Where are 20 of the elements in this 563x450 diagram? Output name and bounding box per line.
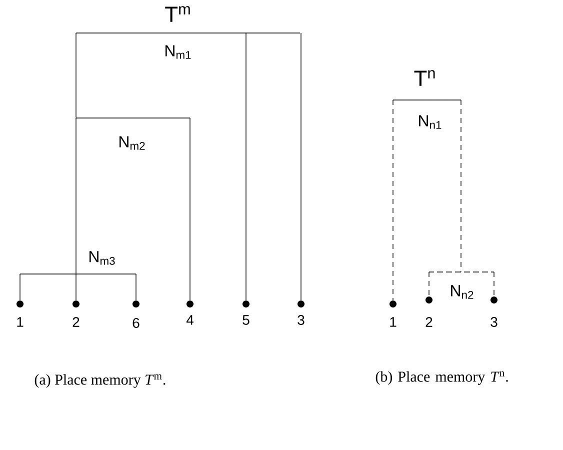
node-label: 3 xyxy=(490,317,498,327)
tree-branch xyxy=(392,100,394,301)
tree-junction: N$_{m1}$ xyxy=(76,32,300,59)
tree-junction: N$_{m3}$ xyxy=(20,251,136,274)
node-label: 5 xyxy=(242,315,250,325)
node-label: 1 xyxy=(17,317,24,327)
node-label: 1 xyxy=(390,317,396,327)
node-label: 2 xyxy=(72,317,80,327)
tree-branch xyxy=(428,272,430,297)
caption: (b) Place memory T$^{n}$. xyxy=(376,371,508,385)
tree-junction: N$_{n2}$ xyxy=(428,272,494,299)
tree-junction: N$_{m2}$ xyxy=(76,118,190,150)
tree-branch xyxy=(460,100,462,272)
node-label: 3 xyxy=(298,315,304,325)
node-label: 4 xyxy=(186,315,194,325)
tree-branch xyxy=(300,32,302,301)
node-label: 6 xyxy=(132,318,140,328)
tree-junction: N$_{n1}$ xyxy=(392,100,462,129)
caption: (a) Place memory T$^{m}$. xyxy=(34,374,166,388)
node-label: 2 xyxy=(426,317,432,327)
